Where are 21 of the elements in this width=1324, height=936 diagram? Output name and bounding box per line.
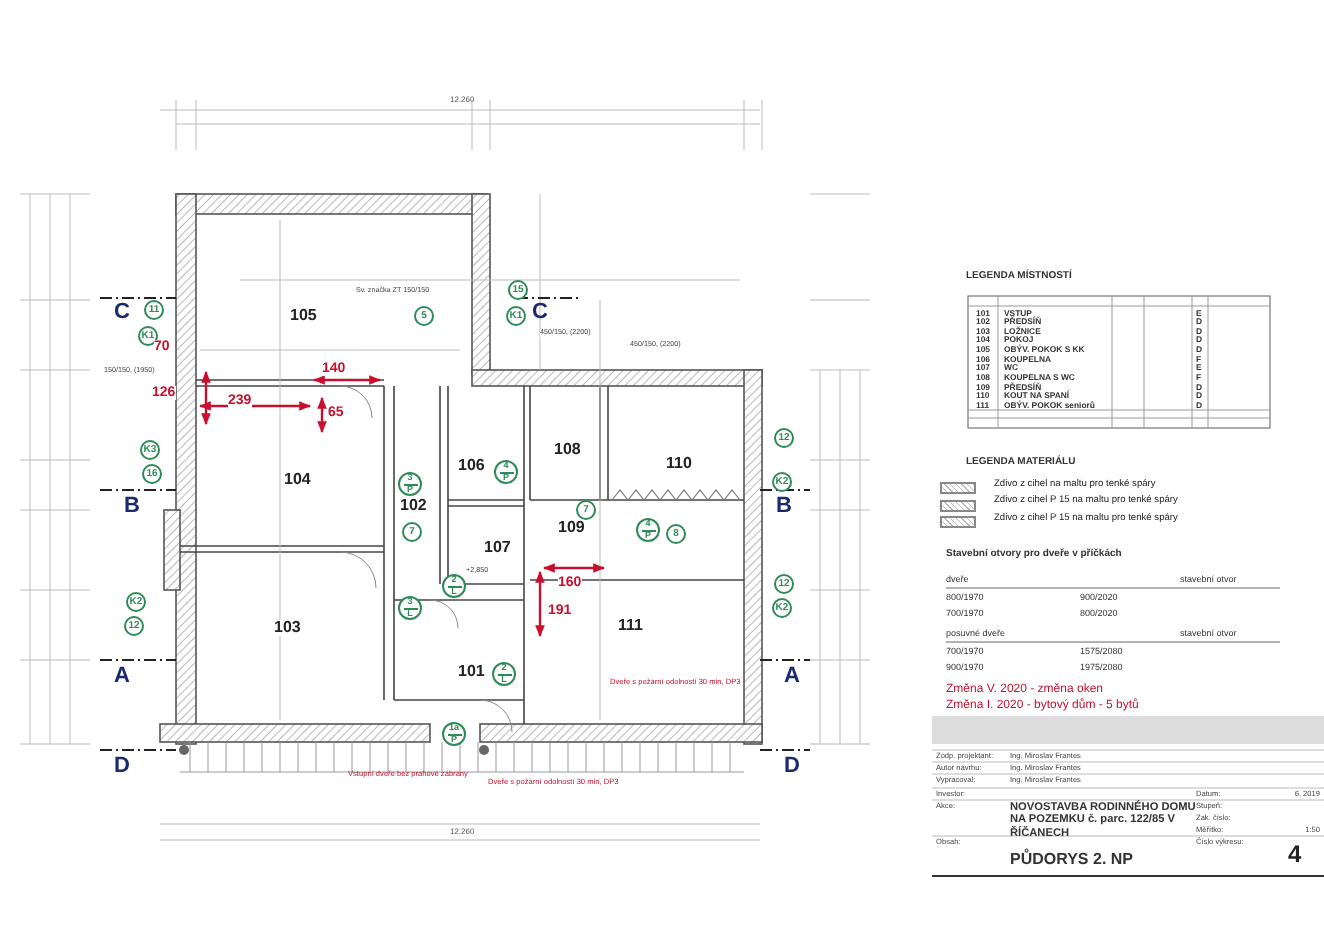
section-marker: A (114, 666, 130, 688)
room-number: 108 (554, 442, 581, 458)
drawing-title: PŮDORYS 2. NP (1010, 852, 1133, 868)
room-number: 106 (458, 458, 485, 474)
room-number: 103 (274, 620, 301, 636)
room-number: 101 (458, 664, 485, 680)
room-number: 111 (618, 618, 643, 634)
room-number: 110 (666, 456, 692, 472)
section-marker: A (784, 666, 800, 688)
room-number: 104 (284, 472, 311, 488)
section-marker: C (532, 302, 548, 324)
room-number: 105 (290, 308, 317, 324)
section-marker: B (776, 496, 792, 518)
section-marker: C (114, 302, 130, 324)
room-number: 102 (400, 498, 427, 514)
section-marker: D (114, 756, 130, 778)
sheet-number: 4 (1288, 842, 1302, 866)
room-number: 107 (484, 540, 511, 556)
room-number: 109 (558, 520, 585, 536)
section-marker: B (124, 496, 140, 518)
section-marker: D (784, 756, 800, 778)
